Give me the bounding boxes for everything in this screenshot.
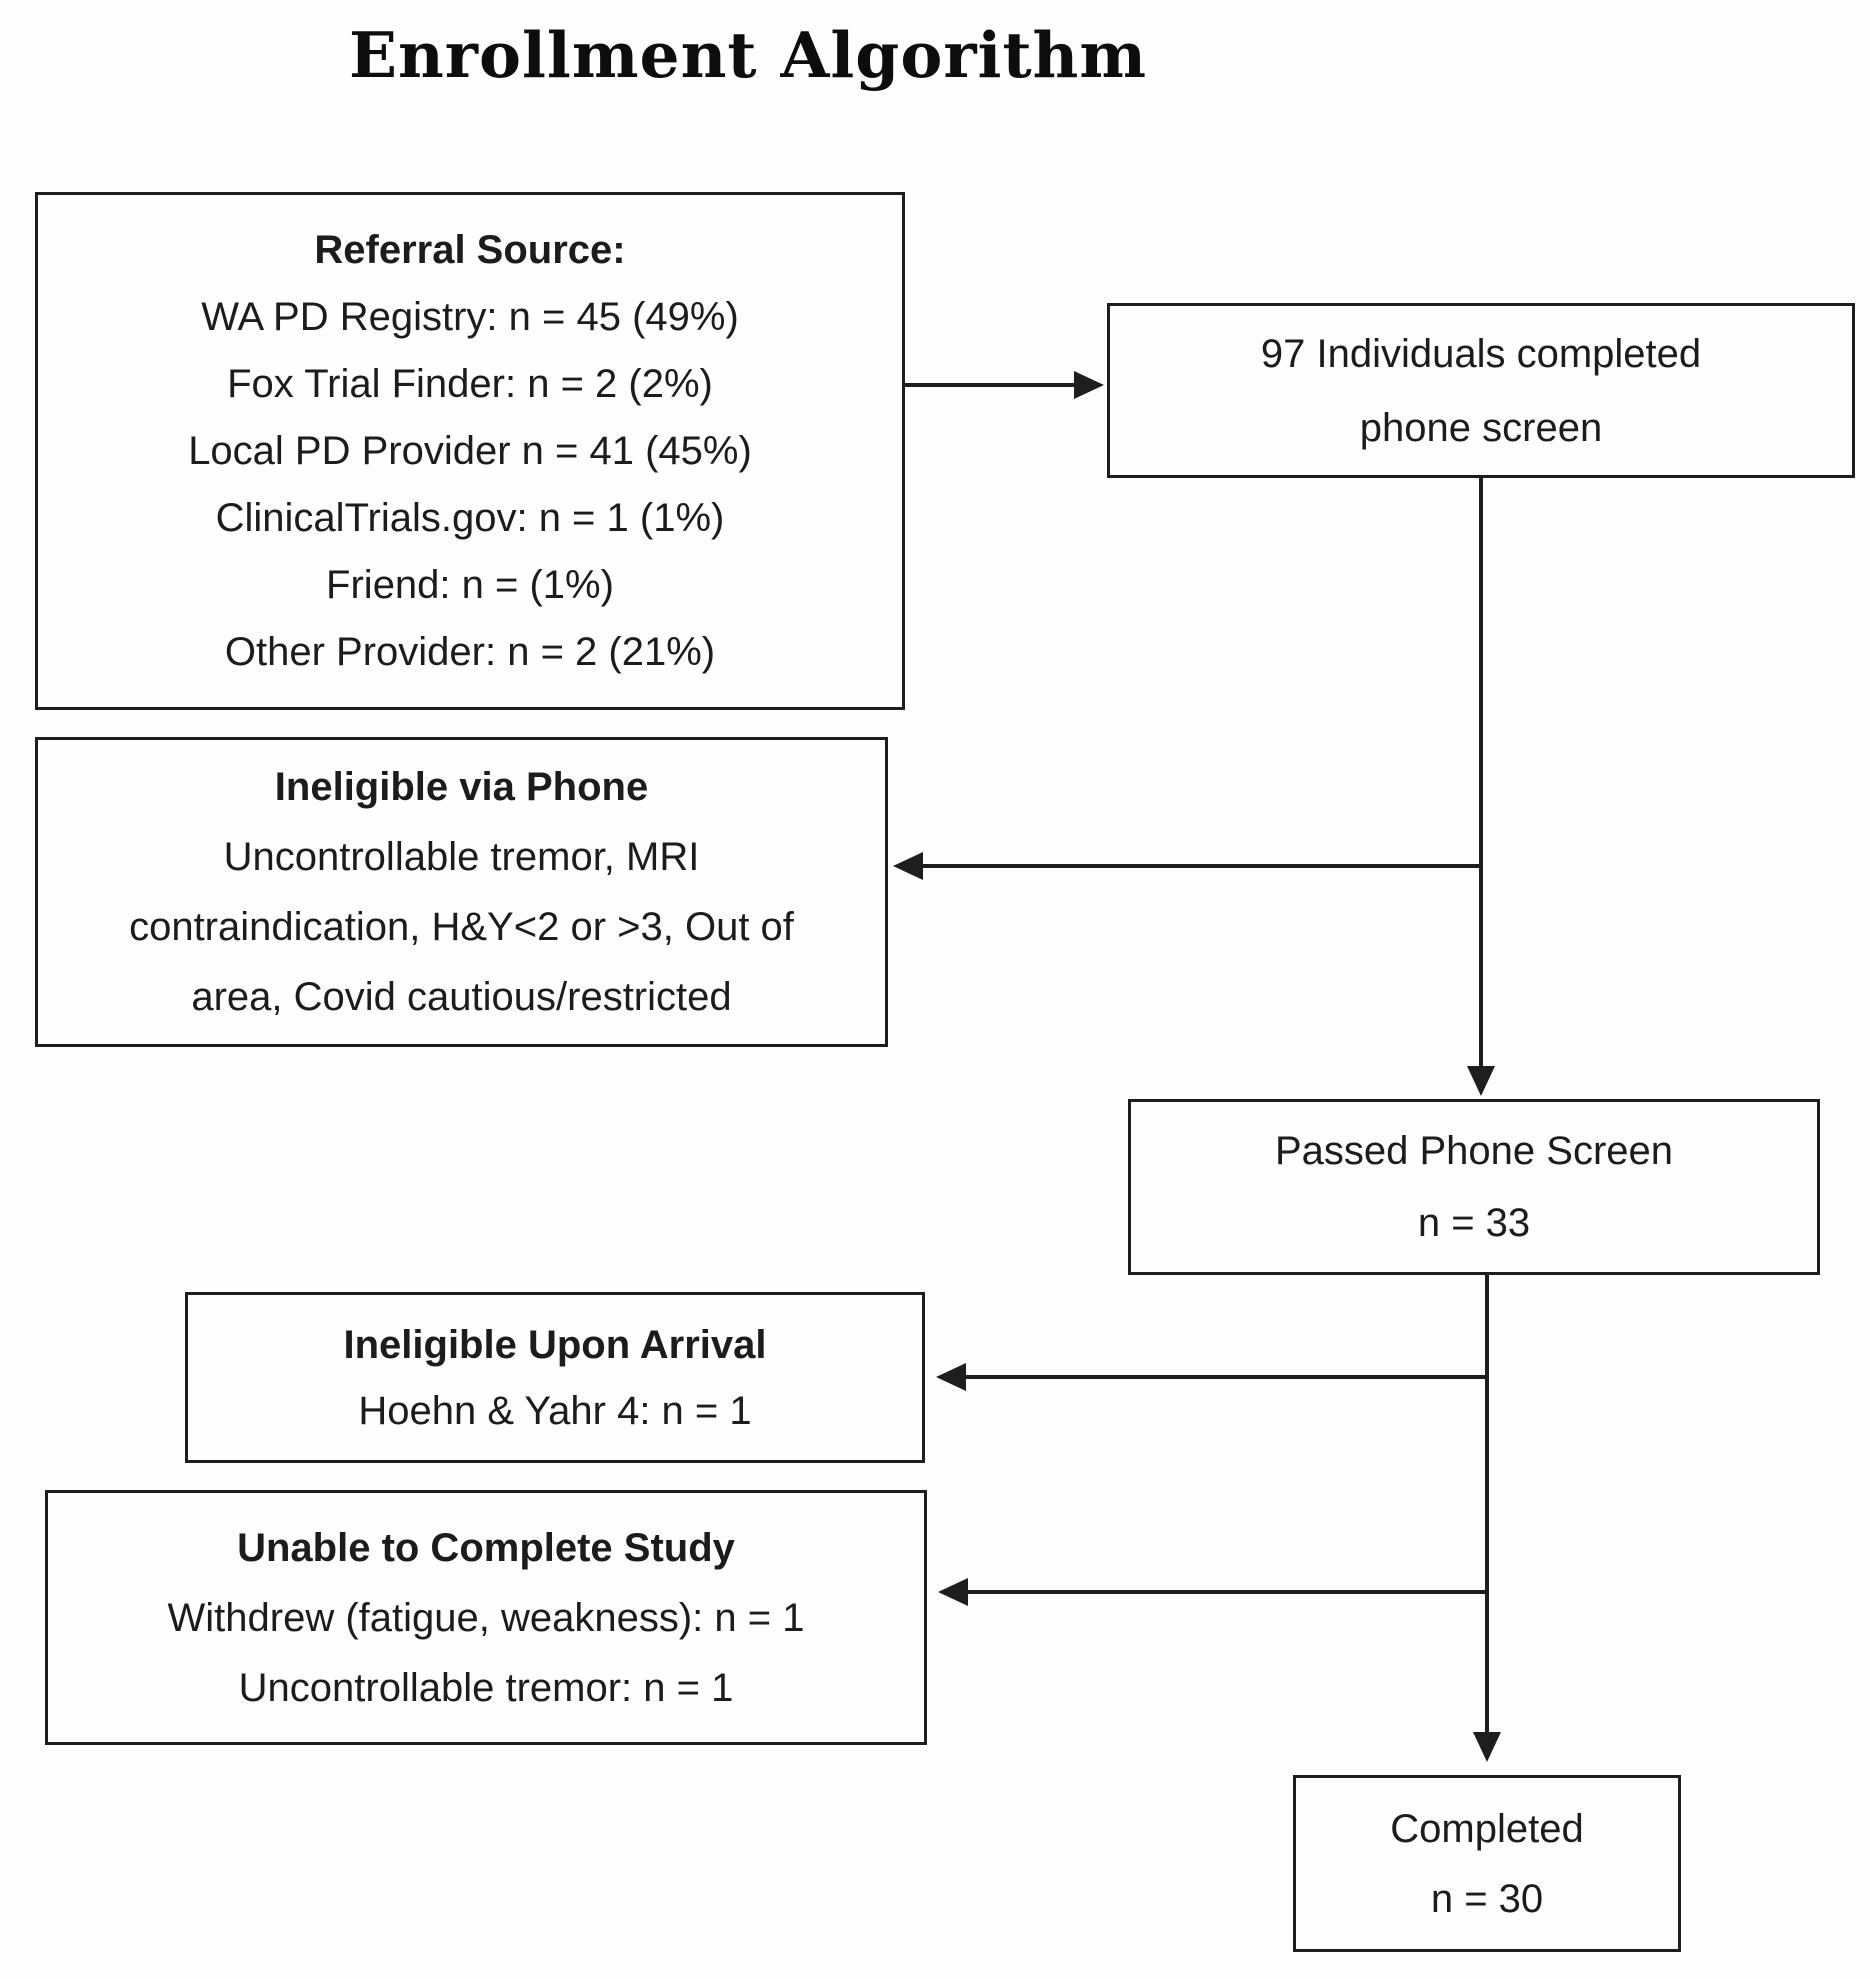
- phone-screen-line: 97 Individuals completed: [1260, 331, 1702, 376]
- diagram-title: Enrollment Algorithm: [348, 18, 1148, 92]
- referral-source-line: Friend: n = (1%): [326, 562, 614, 607]
- referral-source-line: Local PD Provider n = 41 (45%): [188, 428, 752, 473]
- phone-screen-box: 97 Individuals completed phone screen: [1107, 303, 1855, 478]
- ineligible-phone-box: Ineligible via Phone Uncontrollable trem…: [35, 737, 888, 1047]
- unable-complete-line: Withdrew (fatigue, weakness): n = 1: [167, 1595, 805, 1640]
- connector-referral-to-phonescreen: [905, 383, 1075, 387]
- ineligible-arrival-line: Hoehn & Yahr 4: n = 1: [358, 1388, 752, 1433]
- connector-to-unable-complete: [967, 1590, 1485, 1594]
- connector-to-ineligible-phone: [920, 864, 1481, 868]
- arrowhead-right-icon: [1074, 371, 1104, 399]
- unable-complete-heading: Unable to Complete Study: [237, 1525, 735, 1570]
- ineligible-arrival-heading: Ineligible Upon Arrival: [343, 1322, 767, 1367]
- referral-source-line: Other Provider: n = 2 (21%): [224, 629, 716, 674]
- completed-box: Completed n = 30: [1293, 1775, 1681, 1952]
- passed-phone-box: Passed Phone Screen n = 33: [1128, 1099, 1820, 1275]
- ineligible-phone-line: area, Covid cautious/restricted: [191, 975, 732, 1019]
- referral-source-box: Referral Source: WA PD Registry: n = 45 …: [35, 192, 905, 710]
- ineligible-phone-line: contraindication, H&Y<2 or >3, Out of: [129, 905, 794, 949]
- referral-source-line: Fox Trial Finder: n = 2 (2%): [227, 361, 713, 406]
- passed-phone-line: n = 33: [1417, 1201, 1531, 1245]
- passed-phone-line: Passed Phone Screen: [1274, 1129, 1674, 1173]
- connector-phonescreen-to-passed: [1479, 478, 1483, 1070]
- arrowhead-left-icon: [893, 852, 923, 880]
- referral-source-line: ClinicalTrials.gov: n = 1 (1%): [215, 495, 725, 540]
- completed-line: n = 30: [1430, 1876, 1544, 1921]
- referral-source-heading: Referral Source:: [314, 227, 626, 272]
- completed-line: Completed: [1390, 1806, 1584, 1851]
- arrowhead-left-icon: [936, 1363, 966, 1391]
- ineligible-arrival-box: Ineligible Upon Arrival Hoehn & Yahr 4: …: [185, 1292, 925, 1463]
- connector-passed-to-completed: [1485, 1275, 1489, 1736]
- unable-complete-box: Unable to Complete Study Withdrew (fatig…: [45, 1490, 927, 1745]
- arrowhead-left-icon: [938, 1578, 968, 1606]
- ineligible-phone-line: Uncontrollable tremor, MRI: [223, 835, 700, 879]
- phone-screen-line: phone screen: [1359, 405, 1603, 450]
- referral-source-line: WA PD Registry: n = 45 (49%): [201, 294, 739, 339]
- connector-to-ineligible-arrival: [965, 1375, 1485, 1379]
- arrowhead-down-icon: [1473, 1732, 1501, 1762]
- arrowhead-down-icon: [1467, 1066, 1495, 1096]
- ineligible-phone-heading: Ineligible via Phone: [274, 765, 649, 809]
- unable-complete-line: Uncontrollable tremor: n = 1: [238, 1665, 734, 1710]
